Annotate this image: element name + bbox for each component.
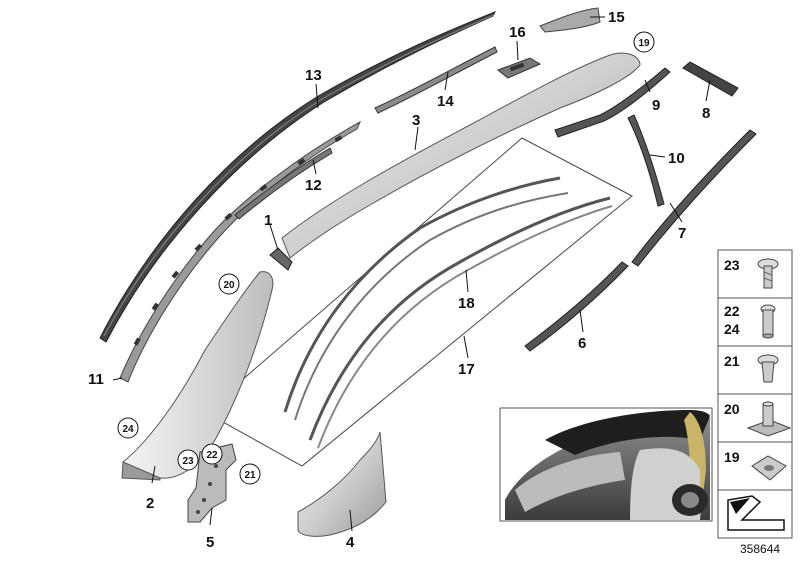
car-interior bbox=[515, 452, 625, 512]
label-part-2: 2 bbox=[146, 495, 154, 512]
label-part-9: 9 bbox=[652, 97, 660, 114]
label-part-7: 7 bbox=[678, 225, 686, 242]
panel-label-20: 20 bbox=[724, 401, 740, 417]
label-part-12: 12 bbox=[305, 177, 322, 194]
label-part-16: 16 bbox=[509, 24, 526, 41]
car-inset bbox=[499, 407, 713, 522]
spring-clip-icon bbox=[751, 455, 787, 481]
circled-labels: 19 20 21 22 23 24 bbox=[117, 31, 655, 485]
circled-label-21: 21 bbox=[239, 463, 261, 485]
part-16-slot bbox=[509, 62, 525, 72]
expansion-rivet-icon bbox=[757, 354, 779, 383]
part-2-pillar-foot bbox=[121, 461, 161, 481]
svg-text:24: 24 bbox=[122, 424, 134, 435]
part-5-holes bbox=[196, 464, 218, 514]
clip-nut-icon bbox=[746, 401, 792, 437]
label-part-4: 4 bbox=[346, 534, 355, 551]
part-18-rail-a bbox=[283, 176, 561, 413]
part-11-clip-strip bbox=[119, 120, 362, 383]
label-part-14: 14 bbox=[437, 93, 454, 110]
circled-label-19: 19 bbox=[633, 31, 655, 53]
label-part-1: 1 bbox=[264, 212, 272, 229]
circled-label-20: 20 bbox=[218, 273, 240, 295]
circled-label-24: 24 bbox=[117, 417, 139, 439]
circled-label-22: 22 bbox=[201, 443, 223, 465]
diagram-reference-number: 358644 bbox=[740, 542, 780, 556]
label-part-8: 8 bbox=[702, 105, 710, 122]
bolt-icon bbox=[760, 304, 776, 339]
svg-text:20: 20 bbox=[223, 280, 235, 291]
part-7-seal bbox=[631, 129, 757, 267]
leader-lines bbox=[112, 16, 711, 532]
part-15-cover bbox=[539, 7, 601, 33]
part-10-seal bbox=[627, 114, 665, 207]
label-part-5: 5 bbox=[206, 534, 214, 551]
part-11-clips bbox=[133, 135, 343, 346]
label-part-6: 6 bbox=[578, 335, 586, 352]
part-9-seal bbox=[554, 67, 671, 138]
svg-text:19: 19 bbox=[638, 38, 650, 49]
svg-text:21: 21 bbox=[244, 470, 256, 481]
circled-label-23: 23 bbox=[177, 449, 199, 471]
panel-label-23: 23 bbox=[724, 257, 740, 273]
part-18-rail-b bbox=[294, 192, 569, 421]
part-3-roof-trim-panel bbox=[281, 52, 641, 259]
fastener-panel: 23 22 24 21 20 19 bbox=[717, 249, 793, 539]
label-part-17: 17 bbox=[458, 361, 475, 378]
panel-label-22: 22 bbox=[724, 303, 740, 319]
label-part-10: 10 bbox=[668, 150, 685, 167]
label-part-13: 13 bbox=[305, 67, 322, 84]
label-part-11: 11 bbox=[88, 371, 104, 388]
car-roof bbox=[545, 410, 710, 455]
part-13-seal-highlight bbox=[103, 14, 495, 337]
part-17-rail-a bbox=[308, 196, 611, 441]
panel-label-21: 21 bbox=[724, 353, 740, 369]
car-wheel-hub bbox=[681, 492, 699, 508]
label-part-3: 3 bbox=[412, 112, 420, 129]
part-2-pillar-trim bbox=[122, 271, 274, 479]
part-12-strip bbox=[234, 147, 333, 220]
part-13-roof-seal bbox=[99, 11, 497, 343]
part-17-rail-b bbox=[317, 205, 613, 449]
label-part-18: 18 bbox=[458, 295, 475, 312]
panel-label-19: 19 bbox=[724, 449, 740, 465]
part-14-strip bbox=[374, 46, 498, 114]
label-part-15: 15 bbox=[608, 9, 625, 26]
panel-label-24: 24 bbox=[724, 321, 740, 337]
svg-text:23: 23 bbox=[182, 456, 194, 467]
arrow-symbol-icon bbox=[727, 495, 785, 531]
torx-screw-icon bbox=[757, 258, 779, 289]
part-6-seal bbox=[524, 261, 629, 352]
part-1-clip bbox=[269, 247, 293, 271]
part-labels: 1 2 3 4 5 6 7 8 9 10 11 12 13 14 15 16 1… bbox=[88, 9, 710, 551]
part-8-cover bbox=[682, 61, 739, 97]
svg-text:22: 22 bbox=[206, 450, 218, 461]
part-4-lower-trim bbox=[297, 431, 387, 537]
